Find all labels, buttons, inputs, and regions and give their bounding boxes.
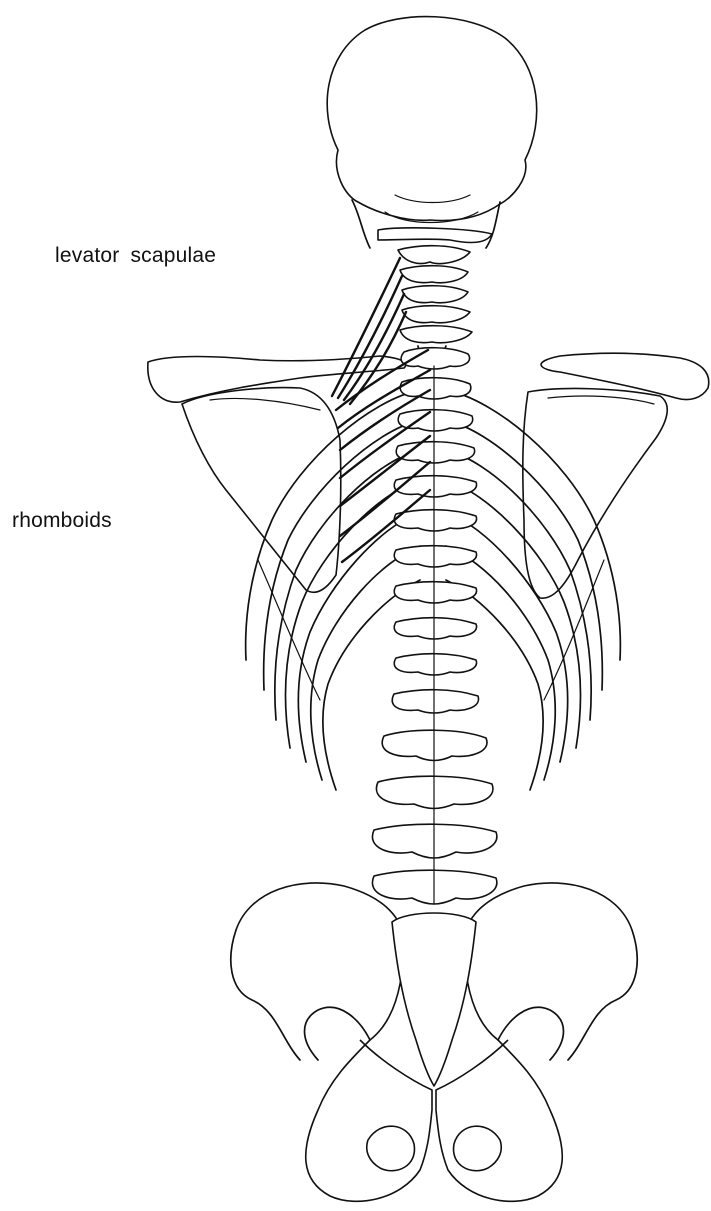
pelvis <box>231 883 637 1201</box>
rhomboids-label: rhomboids <box>12 509 112 533</box>
levator-scapulae-muscle <box>332 258 406 404</box>
skull <box>327 17 537 248</box>
left-scapula <box>182 388 341 593</box>
levator-scapulae-label: levator scapulae <box>55 244 216 268</box>
